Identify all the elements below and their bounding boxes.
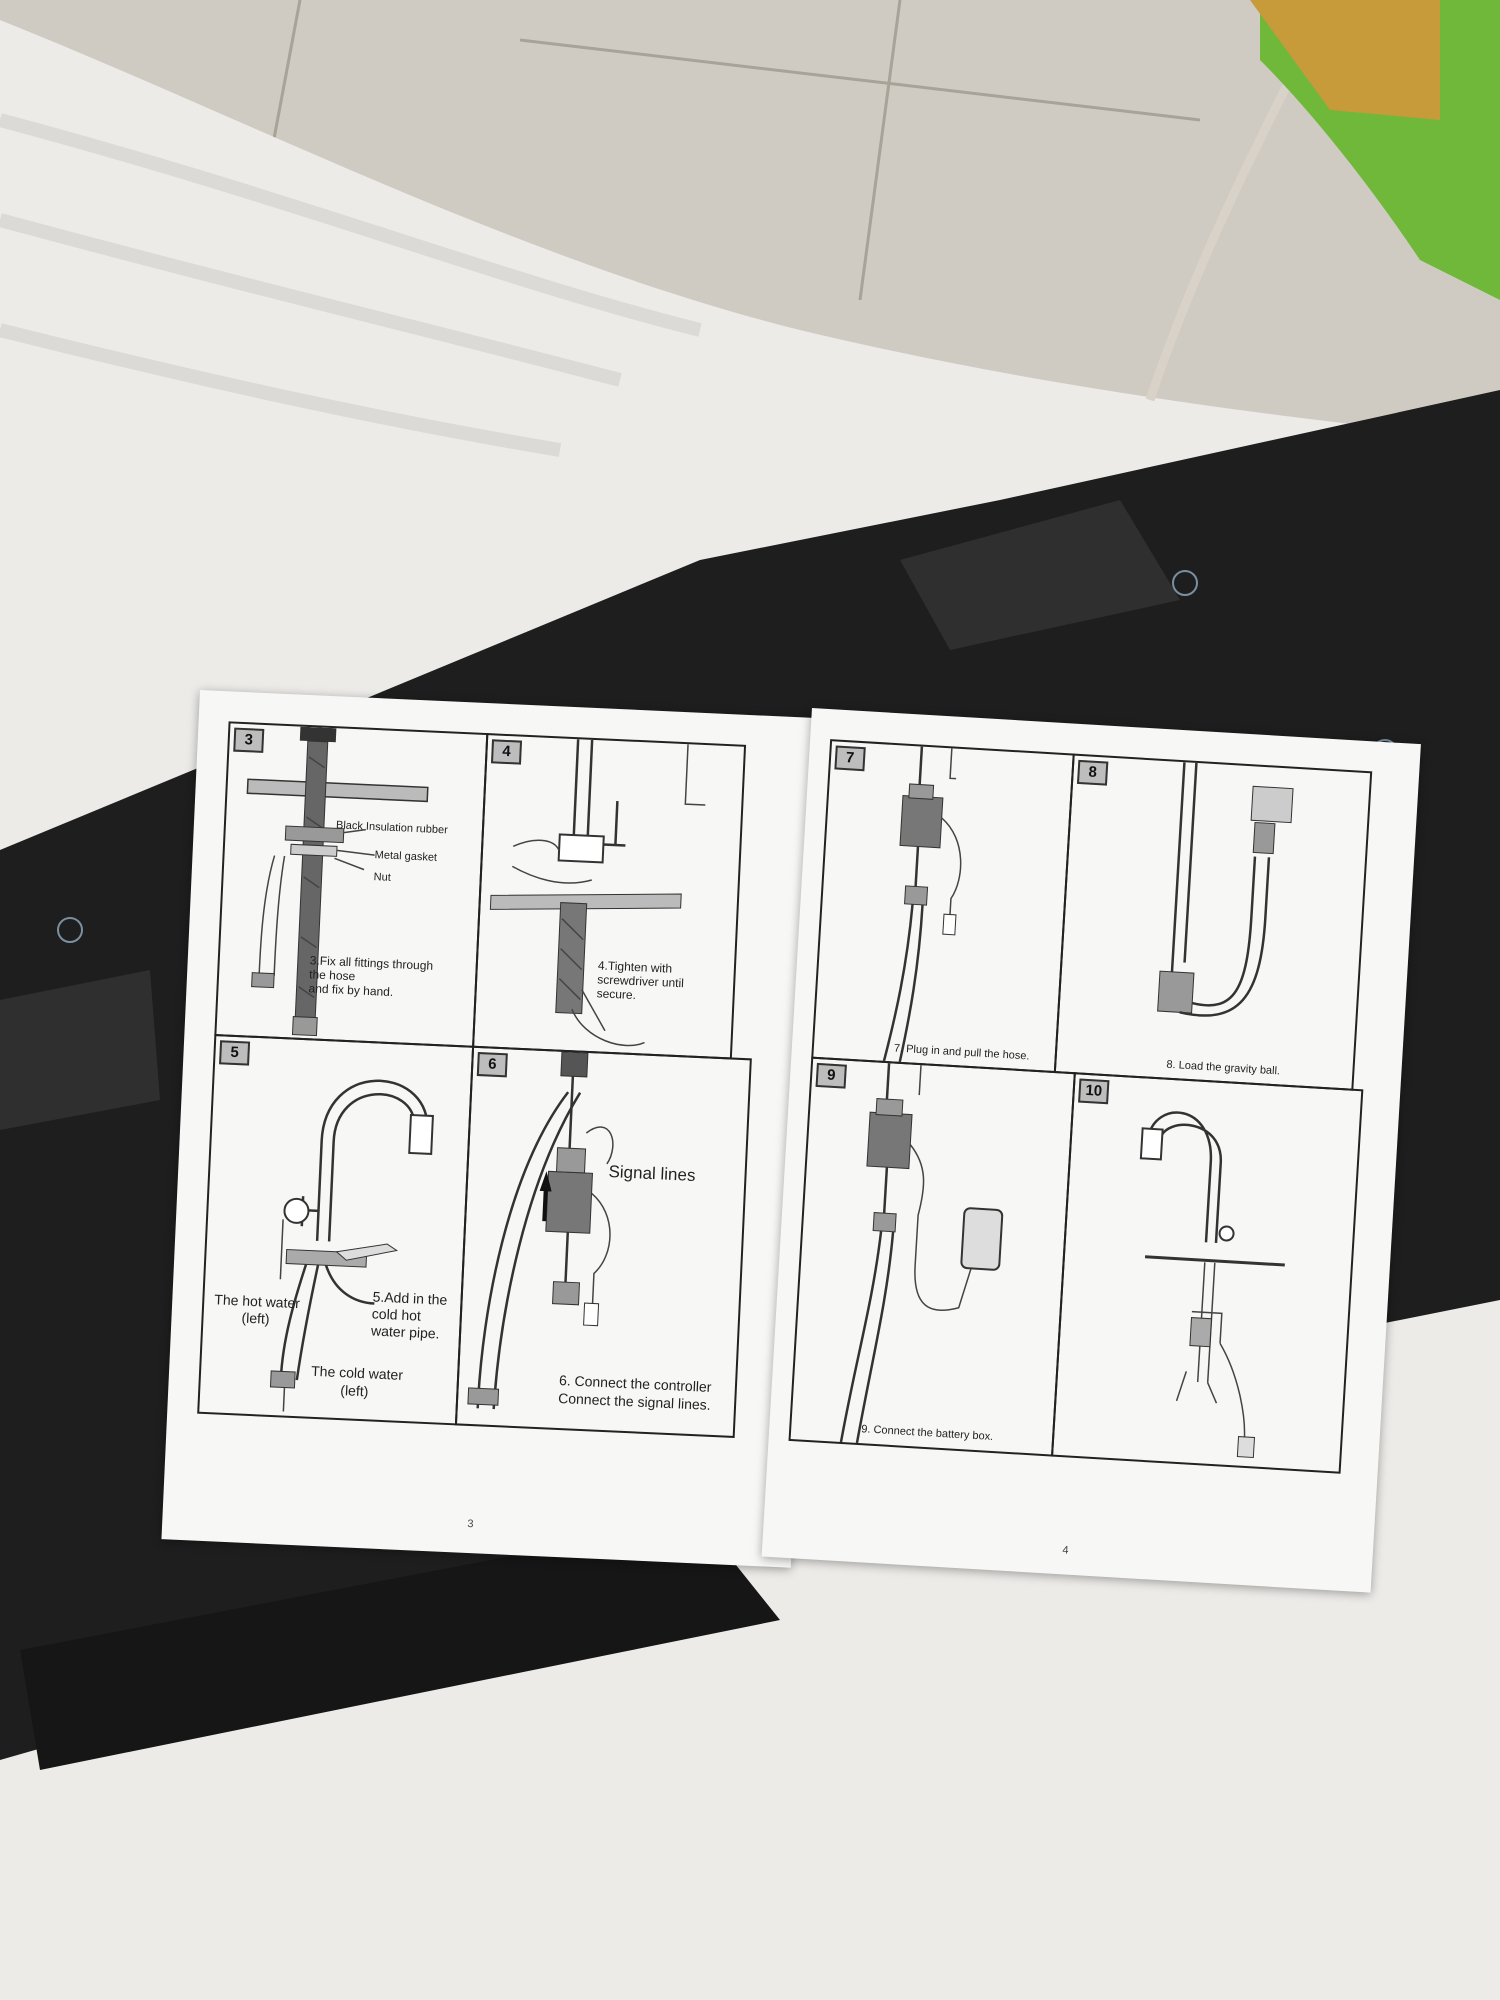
step-4-illustration <box>489 739 706 1047</box>
step-5-panel: 5 The hot water (left) 5.Add in the cold… <box>197 1034 475 1426</box>
hot-water-side-label: (left) <box>241 1309 270 1327</box>
cold-water-side-label: (left) <box>340 1382 369 1400</box>
step-9-illustration <box>839 1063 1004 1448</box>
right-page-number: 4 <box>1062 1544 1069 1557</box>
step-5-caption-line-1: 5.Add in the <box>372 1288 448 1308</box>
left-page-number: 3 <box>467 1517 474 1531</box>
step-7-panel: 7 7. Plug in and pull the hose. <box>811 739 1075 1074</box>
step-4-caption-line-3: secure. <box>596 986 637 1003</box>
step-9-panel: 9 9. Connect the battery box. <box>788 1056 1076 1457</box>
manual-page-right: 7 7. Plug in and pull the hose. 8 8. Loa… <box>761 708 1421 1593</box>
step-3-panel: 3 Black Insulation rubber Metal gasket N… <box>214 721 489 1048</box>
metal-gasket-label: Metal gasket <box>374 849 438 864</box>
nut-label: Nut <box>373 871 392 884</box>
step-5-caption-line-3: water pipe. <box>370 1322 440 1342</box>
step-10-panel: 10 <box>1051 1072 1364 1474</box>
step-5-caption-line-2: cold hot <box>371 1305 422 1324</box>
manual-page-left: 3 Black Insulation rubber Metal gasket N… <box>161 690 830 1568</box>
step-10-illustration <box>1139 1111 1285 1459</box>
step-4-panel: 4 4.Tighten with screwdriver until secur… <box>472 733 747 1060</box>
step-3-illustration <box>246 726 429 1037</box>
step-7-illustration <box>881 746 962 1067</box>
step-5-illustration <box>269 1079 434 1412</box>
step-6-illustration <box>467 1051 614 1410</box>
step-8-panel: 8 8. Load the gravity ball. <box>1053 753 1373 1091</box>
step-6-panel: 6 Signal lines 6. Connect the controller… <box>454 1045 752 1439</box>
signal-lines-label: Signal lines <box>608 1162 696 1185</box>
step-8-illustration <box>1157 762 1294 1017</box>
